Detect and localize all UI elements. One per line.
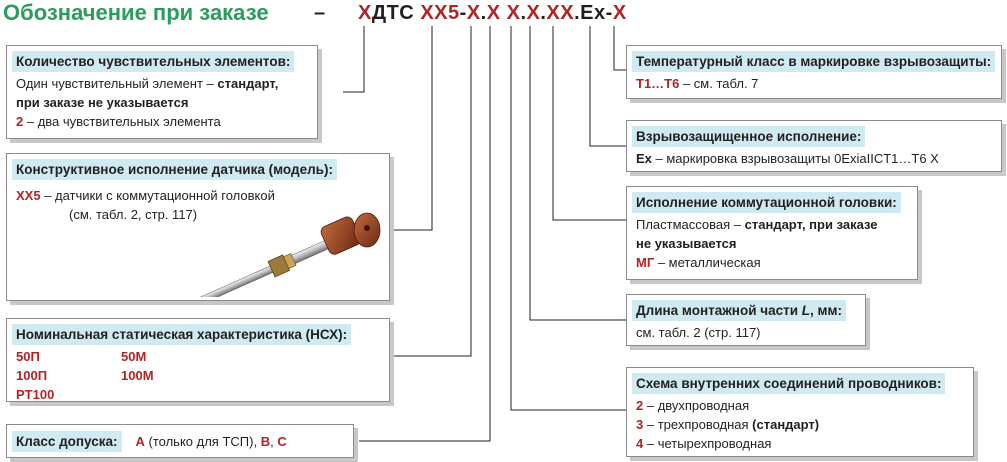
head-default-line: Пластмассовая – стандарт, при заказе [636,215,917,234]
code-x2: Х [466,2,481,24]
code-dot4: . [574,2,581,24]
head-option-text: – металлическая [654,255,761,270]
box-model: Конструктивное исполнение датчика (модел… [6,153,390,301]
box-elements-header: Количество чувствительных элементов: [12,51,295,72]
length-header-unit: , мм: [810,303,843,318]
code-ex: Ex [580,2,606,24]
length-header-l: L [801,303,811,318]
order-code: ХДТС ХХ5-Х.Х Х.Х.ХХ.Ex-Х [358,2,627,25]
title-dash: – [314,2,326,24]
elements-default-standard: стандарт, [217,76,279,91]
ex-text: – маркировка взрывозащиты 0ExiaIICT1…T6 … [651,151,939,166]
box-wiring-header: Схема внутренних соединений проводников: [632,373,946,394]
nsx-col2: 50М 100М [121,347,154,385]
code-dash2: - [605,2,613,24]
code-x6: Х [612,2,627,24]
box-model-header: Конструктивное исполнение датчика (модел… [12,159,337,180]
accuracy-sep: , [270,434,278,449]
wiring-item: 4 – четырехпроводная [636,434,973,453]
elements-option-text: – два чувствительных элемента [23,114,221,129]
accuracy-c: С [277,434,287,449]
nsx-50p: 50П [16,349,40,364]
page-title: Обозначение при заказе [3,0,269,25]
code-dts: ДТС [371,2,421,24]
temp-class-line: Т1…Т6 – см. табл. 7 [636,74,1001,93]
code-dot3: . [540,2,547,24]
head-option-line: МГ – металлическая [636,253,917,272]
head-default-note: не указывается [636,236,737,251]
wiring-item: 3 – трехпроводная (стандарт) [636,415,973,434]
box-ex: Взрывозащищенное исполнение: Ex – маркир… [626,120,1002,172]
elements-default-line: Один чувствительный элемент – стандарт, [16,74,317,93]
temp-class-code: Т1…Т6 [636,76,680,91]
wiring-text: – трехпроводная [643,417,753,432]
code-x5: Х [526,2,541,24]
sensor-image [192,212,381,297]
box-elements: Количество чувствительных элементов: Оди… [6,45,318,139]
wiring-code: 2 [636,398,644,413]
box-nsx-header: Номинальная статическая характеристика (… [12,324,352,345]
code-xx: ХХ [546,2,575,24]
box-nsx: Номинальная статическая характеристика (… [6,318,390,402]
nsx-100p: 100П [16,368,48,383]
head-default-standard: стандарт, при заказе [744,217,878,232]
code-dot1: . [480,2,487,24]
elements-option-line: 2 – два чувствительных элемента [16,112,317,131]
accuracy-a-note: (только для ТСП), [144,434,261,449]
accuracy-b: В [260,434,271,449]
nsx-100m: 100М [121,368,154,383]
box-wiring: Схема внутренних соединений проводников:… [626,367,974,457]
wiring-code: 4 [636,436,644,451]
accuracy-a: А [135,434,145,449]
code-dash1: - [459,2,467,24]
box-head: Исполнение коммутационной головки: Пласт… [626,186,918,280]
model-text: – датчики с коммутационной головкой [40,188,275,203]
wiring-text: – четырехпроводная [643,436,772,451]
nsx-col1: 50П 100П PT100 [16,347,54,404]
wiring-code: 3 [636,417,644,432]
box-temp-class: Температурный класс в маркировке взрывоз… [626,45,1002,99]
length-text: см. табл. 2 (стр. 117) [636,325,761,340]
box-accuracy-header: Класс допуска: [12,431,122,452]
model-code: ХХ5 [16,188,41,203]
elements-default-text: Один чувствительный элемент – [16,76,218,91]
wiring-item: 2 – двухпроводная [636,396,973,415]
head-option-code: МГ [636,255,655,270]
box-length: Длина монтажной части L, мм: см. табл. 2… [626,294,866,346]
code-xx5: ХХ5 [420,2,460,24]
nsx-pt100: PT100 [16,387,55,402]
head-default-text: Пластмассовая – [636,217,745,232]
box-accuracy: Класс допуска: А (только для ТСП), В, С [6,424,354,458]
elements-default-note: при заказе не указывается [16,95,189,110]
model-ref: (см. табл. 2, стр. 117) [69,207,198,222]
box-temp-class-header: Температурный класс в маркировке взрывоз… [632,51,996,72]
code-x3: Х [486,2,501,24]
model-line: ХХ5 – датчики с коммутационной головкой [16,186,389,205]
box-ex-header: Взрывозащищенное исполнение: [632,126,866,147]
code-x1: Х [358,2,372,24]
box-head-header: Исполнение коммутационной головки: [632,192,901,213]
code-dot2: . [520,2,527,24]
length-header-text: Длина монтажной части [636,303,802,318]
ex-line: Ex – маркировка взрывозащиты 0ExiaIICT1…… [636,149,1001,168]
wiring-text: – двухпроводная [643,398,750,413]
box-length-header: Длина монтажной части L, мм: [632,300,847,321]
elements-option-code: 2 [16,114,24,129]
code-x4: Х [506,2,521,24]
ex-code: Ex [636,151,652,166]
temp-class-text: – см. табл. 7 [679,76,759,91]
accuracy-line: Класс допуска: А (только для ТСП), В, С [7,428,353,452]
nsx-50m: 50М [121,349,147,364]
wiring-standard: (стандарт) [752,417,820,432]
